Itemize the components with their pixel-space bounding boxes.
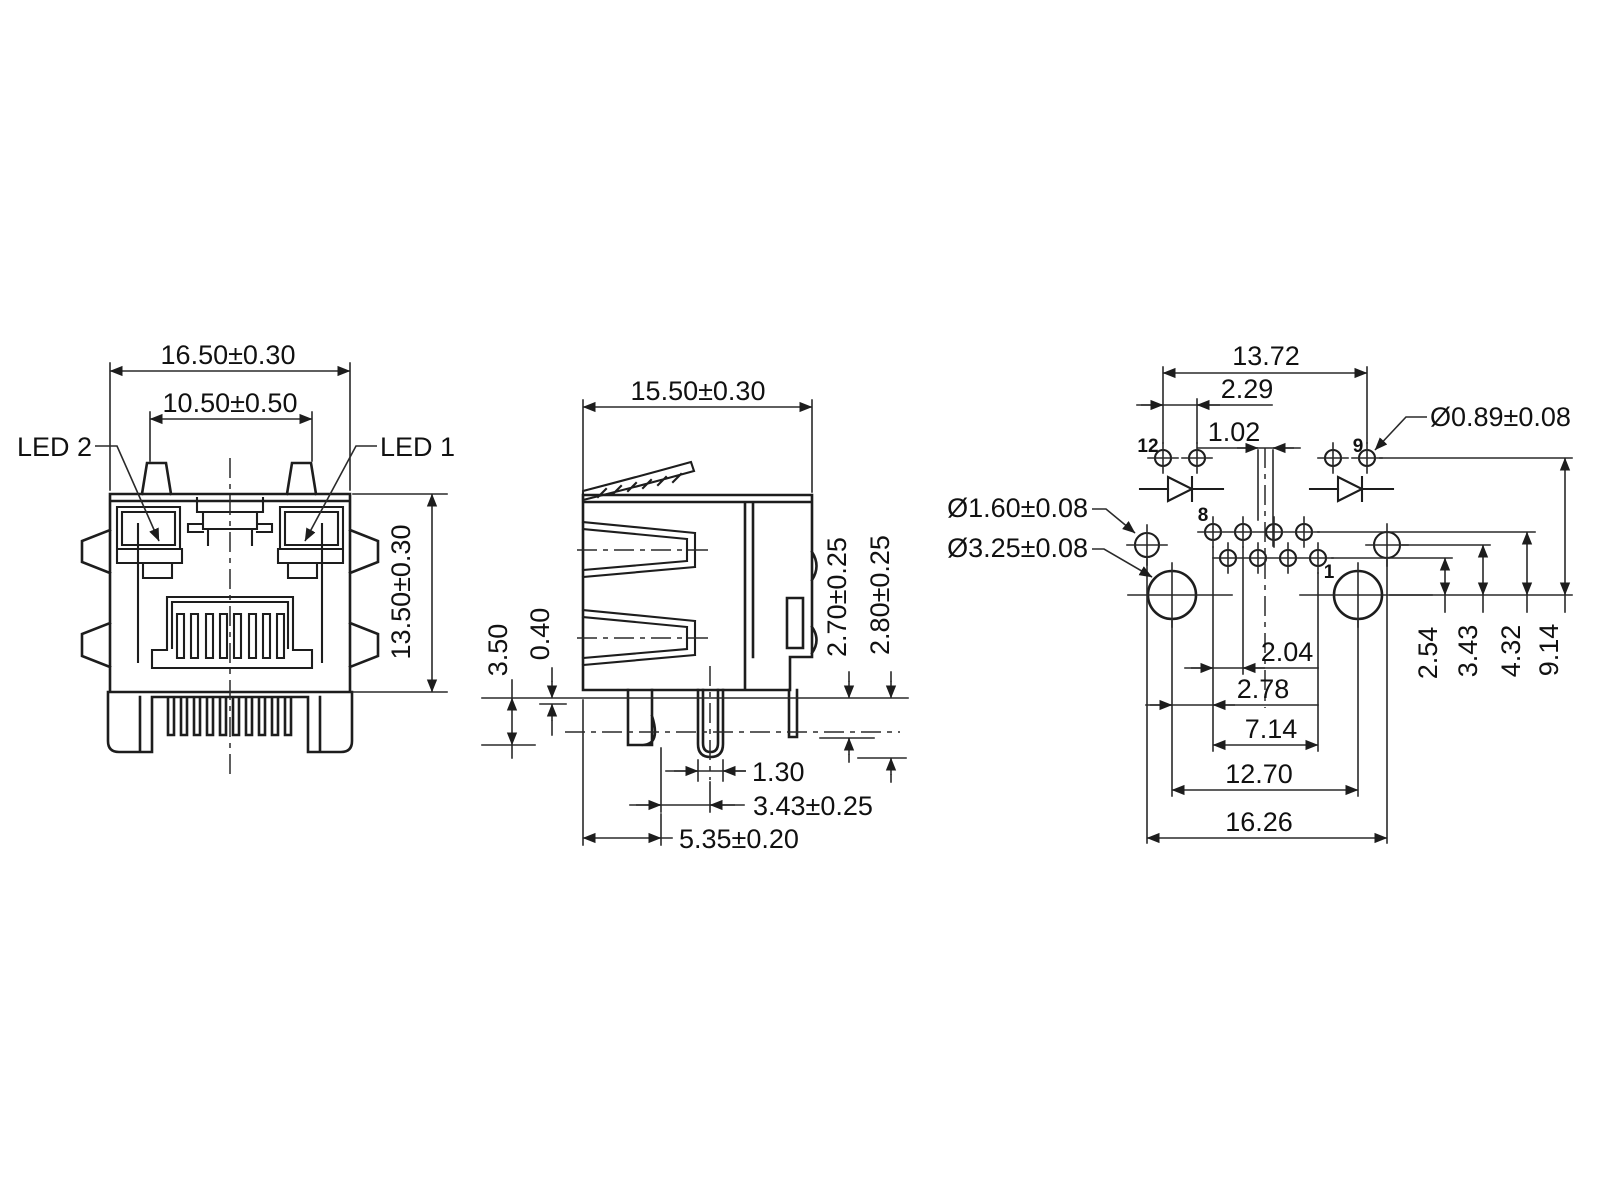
pin-number-8: 8 (1198, 505, 1209, 526)
dim-text-locating-hole-span: 16.26 (1225, 807, 1293, 837)
front-shield-legs (106, 690, 354, 754)
dim-mounting-hole-span: 12.70 (1171, 759, 1359, 796)
side-view: 15.50±0.30 3.50 0.40 2.70±0.25 2.80±0.25 (481, 376, 909, 854)
dim-text-side-standoff: 0.40 (525, 608, 555, 661)
dim-text-mounting-hole-span: 12.70 (1225, 759, 1293, 789)
dim-led-pin-span: 13.72 (1162, 341, 1368, 379)
extension-lines (109, 362, 351, 491)
leader-line (1374, 416, 1427, 451)
front-port-opening (150, 595, 314, 670)
footprint-diode-right (1308, 475, 1395, 503)
footprint-diode-left (1138, 475, 1225, 503)
dim-text-side-leg-offset: 5.35±0.20 (679, 824, 799, 854)
dim-lower-row-offset: 2.54 (1413, 557, 1451, 680)
side-body-outline (581, 493, 818, 692)
dim-text-lower-row-offset: 2.54 (1413, 627, 1443, 680)
side-contact-springs (581, 520, 697, 667)
dim-row-offset: 1.02 (1197, 417, 1301, 454)
diode-triangle (1336, 475, 1365, 503)
dim-side-depth: 15.50±0.30 (582, 376, 813, 493)
dim-side-pin-length: 2.70±0.25 (819, 537, 875, 763)
dim-led-row-offset: 9.14 (1534, 457, 1571, 677)
extension-lines (481, 679, 536, 759)
diode-triangle (1166, 475, 1195, 503)
footprint-view: 13.72 2.29 1.02 Ø0.89±0.08 Ø1.60±0.08 Ø3… (947, 341, 1573, 844)
dim-pin-row-width: 7.14 (1212, 714, 1319, 751)
dim-hole-to-pin-row: 2.78 (1145, 674, 1319, 711)
dim-text-led-pin-span: 13.72 (1232, 341, 1300, 371)
led1-label: LED 1 (380, 432, 455, 462)
footprint-hole-crosshairs (1126, 442, 1433, 628)
dim-text-side-leg-length: 3.50 (483, 624, 513, 677)
front-led-windows (115, 496, 345, 664)
dim-front-led-spacing: 10.50±0.50 (149, 388, 313, 462)
extension-lines (819, 671, 875, 763)
dim-locating-hole-diameter: Ø1.60±0.08 (947, 493, 1136, 534)
pin-number-1: 1 (1324, 562, 1335, 583)
dim-side-leg-length: 3.50 (481, 624, 536, 759)
dim-text-pin-row-width: 7.14 (1245, 714, 1298, 744)
dim-side-hole-offset: 3.43 (1453, 544, 1489, 678)
dim-text-pin-hole-diameter: Ø0.89±0.08 (1430, 402, 1571, 432)
front-view: 16.50±0.30 10.50±0.50 13.50±0.30 LED 2 L… (17, 340, 455, 778)
leader-line (1092, 548, 1153, 578)
dim-text-pin-pitch: 2.04 (1261, 637, 1314, 667)
extension-lines (629, 747, 745, 813)
dim-text-mounting-hole-diameter: Ø3.25±0.08 (947, 533, 1088, 563)
pin-number-9: 9 (1353, 436, 1364, 457)
dim-side-leg-offset: 5.35±0.20 (582, 699, 799, 854)
dim-text-upper-row-offset: 4.32 (1496, 625, 1526, 678)
dim-text-row-offset: 1.02 (1208, 417, 1261, 447)
dim-text-side-post-length: 2.80±0.25 (865, 535, 895, 655)
dim-side-post-length: 2.80±0.25 (857, 535, 907, 783)
dim-text-side-depth: 15.50±0.30 (631, 376, 766, 406)
dim-text-side-post-width: 1.30 (752, 757, 805, 787)
dim-front-outer-width: 16.50±0.30 (109, 340, 351, 491)
dim-text-front-height: 13.50±0.30 (386, 525, 416, 660)
leader-line (1092, 508, 1136, 534)
dim-side-standoff: 0.40 (525, 608, 567, 736)
dim-text-front-outer-width: 16.50±0.30 (161, 340, 296, 370)
extension-lines (857, 671, 907, 783)
dim-front-height: 13.50±0.30 (352, 493, 448, 693)
dim-text-hole-to-pin-row: 2.78 (1237, 674, 1290, 704)
footprint-mounting-holes (1133, 530, 1402, 621)
diode-wire-and-bar (1138, 475, 1225, 503)
dim-text-locating-hole-diameter: Ø1.60±0.08 (947, 493, 1088, 523)
extension-lines (582, 399, 813, 493)
dim-side-post-width: 1.30 (665, 757, 805, 787)
dim-text-front-led-spacing: 10.50±0.50 (163, 388, 298, 418)
side-legs-and-post (626, 688, 799, 759)
dim-text-side-pin-length: 2.70±0.25 (822, 537, 852, 657)
pin-number-12: 12 (1137, 436, 1158, 457)
label-led2: LED 2 (17, 432, 160, 542)
dim-text-led-row-offset: 9.14 (1534, 624, 1564, 677)
side-latch-spring (581, 460, 696, 502)
led2-label: LED 2 (17, 432, 92, 462)
led1-leader-line (304, 445, 377, 542)
dim-pin-pitch: 2.04 (1184, 637, 1319, 674)
dim-mounting-hole-diameter: Ø3.25±0.08 (947, 533, 1153, 578)
dim-led-pin-pitch: 2.29 (1136, 374, 1274, 411)
led2-leader-line (95, 445, 160, 542)
dim-text-side-post-offset: 3.43±0.25 (753, 791, 873, 821)
dim-upper-row-offset: 4.32 (1496, 531, 1533, 678)
dim-locating-hole-span: 16.26 (1146, 807, 1388, 844)
dim-pin-hole-diameter: Ø0.89±0.08 (1374, 402, 1571, 451)
extension-lines (539, 667, 567, 736)
label-led1: LED 1 (304, 432, 455, 542)
dim-side-post-offset: 3.43±0.25 (629, 747, 873, 821)
footprint-pin-numbers: 12 9 8 1 (1137, 436, 1363, 583)
dim-text-side-hole-offset: 3.43 (1453, 625, 1483, 678)
dim-text-led-pin-pitch: 2.29 (1221, 374, 1274, 404)
diode-wire-and-bar (1308, 475, 1395, 503)
